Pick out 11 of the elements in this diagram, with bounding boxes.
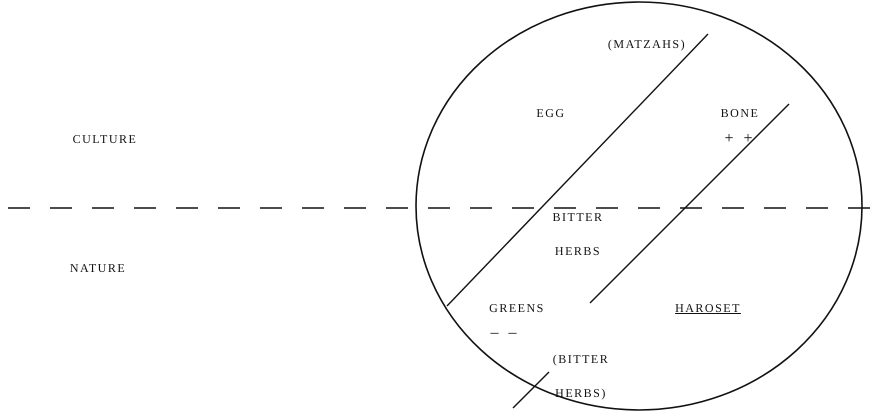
item-label: EGG [536, 105, 566, 121]
category-label: CULTURE [72, 131, 138, 147]
item-label: (BITTER HERBS) [552, 351, 610, 402]
item-label: BONE [720, 105, 760, 121]
item-label: GREENS [489, 300, 545, 316]
item-label: (MATZAHS) [608, 36, 686, 52]
item-label: BITTER HERBS [552, 209, 604, 260]
sign-mark: – – [490, 325, 520, 341]
sign-mark: + + [724, 131, 756, 147]
category-label: NATURE [70, 260, 126, 276]
item-label: HAROSET [675, 300, 741, 316]
